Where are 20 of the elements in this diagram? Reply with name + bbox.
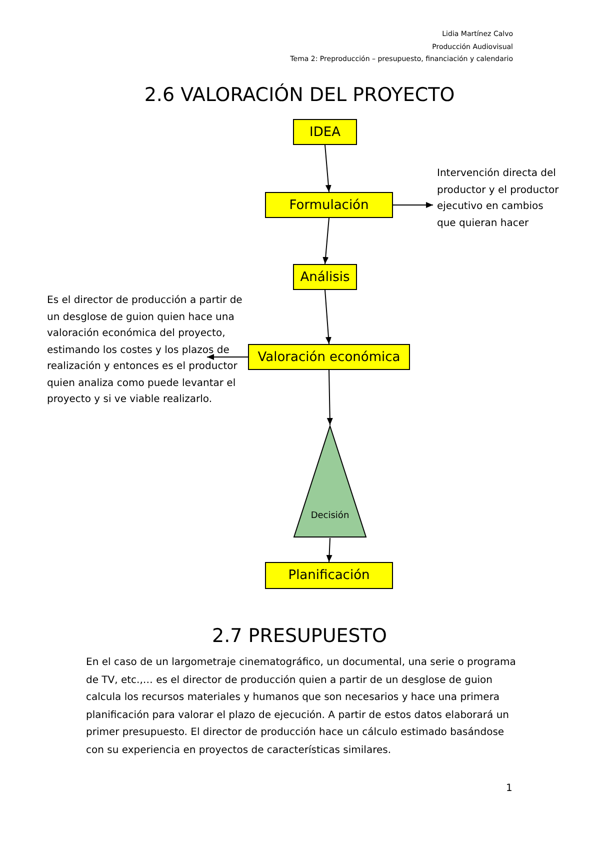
arrow [206, 354, 248, 360]
arrow [324, 290, 332, 344]
page-number: 1 [506, 783, 512, 794]
section-heading: 2.7 PRESUPUESTO [211, 625, 388, 647]
process-box: Formulación [265, 192, 393, 218]
decision-triangle [293, 425, 367, 538]
decision-label: Decisión [310, 511, 350, 521]
arrow [326, 370, 333, 426]
body-paragraph: En el caso de un largometraje cinematográfico, un documental, una serie o programa de TV, etc.,… es el director de producción quien a partir de un desglose de guion calcula los recursos materiales y humanos que son necesarios y hace una primera planificación para valorar el plazo de ejecución. A partir de estos datos elaborará un primer presupuesto. El director de producción hace un cálculo estimado basándose con su experiencia en proyectos de características similares. [86, 656, 516, 758]
arrow [392, 202, 434, 208]
note-text: Intervención directa del productor y el productor ejecutivo en cambios que quieran hacer [437, 166, 562, 232]
arrow [326, 538, 332, 562]
arrow [322, 218, 330, 264]
section-heading: 2.6 VALORACIÓN DEL PROYECTO [143, 84, 456, 106]
process-box: IDEA [293, 119, 357, 145]
process-box: Análisis [293, 264, 357, 290]
note-text: Es el director de producción a partir de un desglose de guion quien hace una valoración económica del proyecto, estimando los costes y los plazos de realización y entonces es el productor quien analiza como puede levantar el proyecto y si ve viable realizarlo. [47, 293, 247, 408]
process-box: Valoración económica [248, 344, 410, 370]
process-box: Planificación [265, 562, 393, 589]
arrow [324, 144, 332, 192]
